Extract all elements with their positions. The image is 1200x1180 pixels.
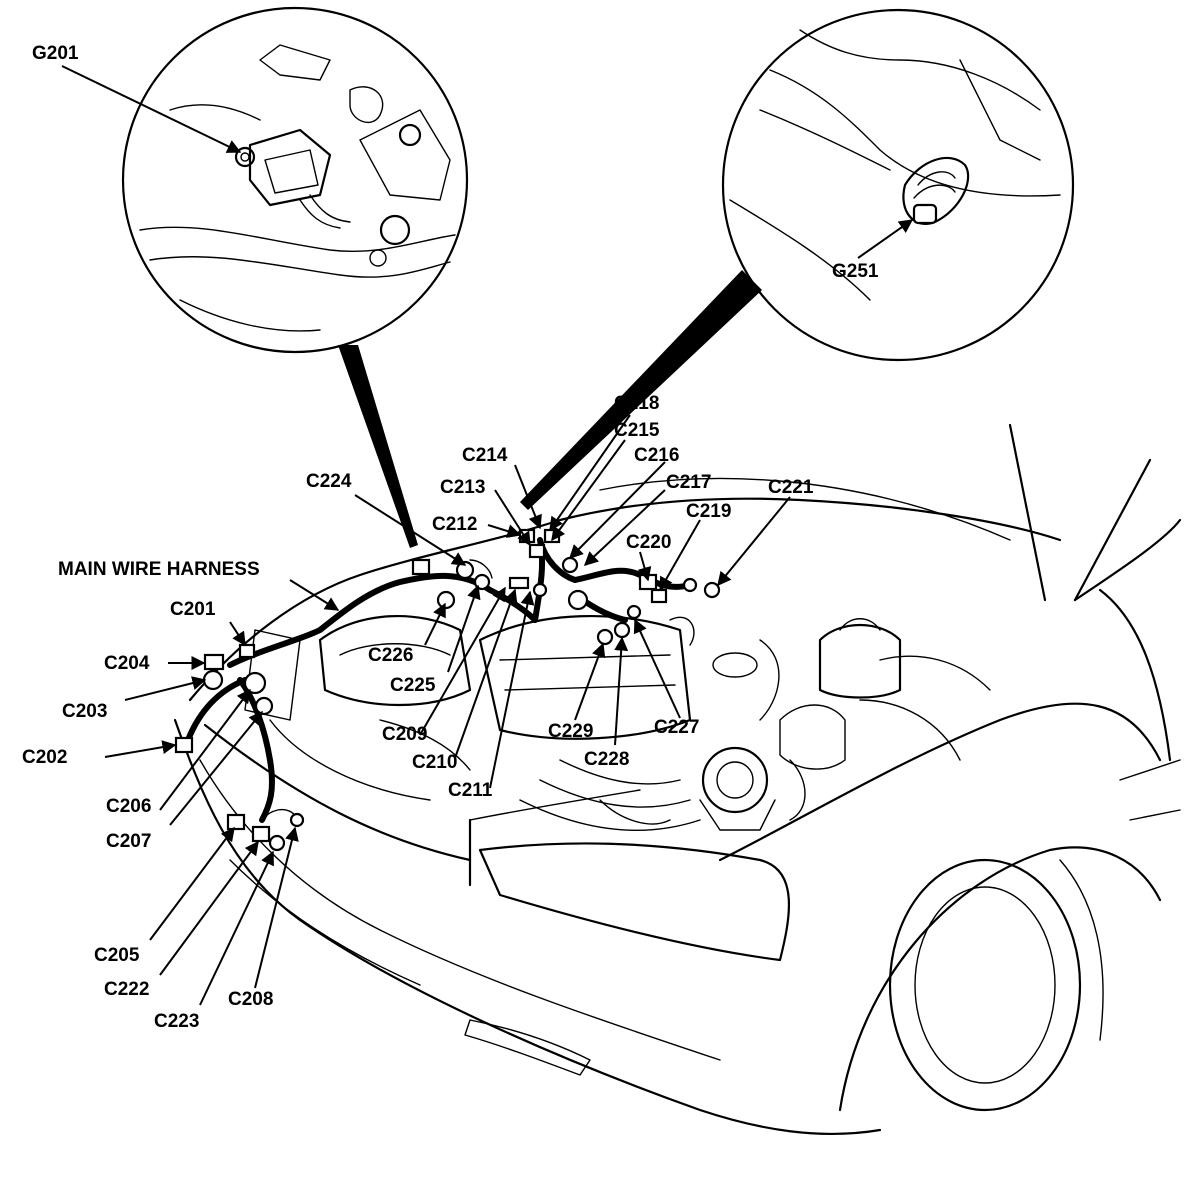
- detail-pointer-right: [520, 270, 762, 510]
- label-c222: C222: [104, 979, 150, 1000]
- label-c219: C219: [686, 501, 732, 522]
- label-c220: C220: [626, 532, 672, 553]
- label-c211: C211: [448, 780, 493, 801]
- label-c205: C205: [94, 945, 140, 966]
- label-c221: C221: [768, 477, 814, 498]
- detail-circle-g201: [121, 6, 469, 354]
- label-g251: G251: [832, 261, 879, 282]
- label-c203: C203: [62, 701, 108, 722]
- leader-lines: [61, 65, 914, 1006]
- label-c229: C229: [548, 721, 594, 742]
- label-c228: C228: [584, 749, 630, 770]
- label-c212: C212: [432, 514, 478, 535]
- label-c214: C214: [462, 445, 508, 466]
- label-c202: C202: [22, 747, 68, 768]
- car-body: [173, 423, 1182, 1136]
- label-main-wire-harness: MAIN WIRE HARNESS: [58, 559, 260, 580]
- detail-pointer-left: [338, 345, 418, 548]
- label-c206: C206: [106, 796, 152, 817]
- label-c216: C216: [634, 445, 680, 466]
- engine-components: [244, 614, 991, 832]
- label-c209: C209: [382, 724, 428, 745]
- label-c217: C217: [666, 472, 712, 493]
- label-c207: C207: [106, 831, 152, 852]
- label-c225: C225: [390, 675, 436, 696]
- label-c218: C218: [614, 393, 660, 414]
- label-c208: C208: [228, 989, 274, 1010]
- label-c210: C210: [412, 752, 458, 773]
- label-c201: C201: [170, 599, 216, 620]
- label-c224: C224: [306, 471, 352, 492]
- label-c227: C227: [654, 717, 700, 738]
- label-c226: C226: [368, 645, 414, 666]
- label-c213: C213: [440, 477, 486, 498]
- label-c215: C215: [614, 420, 660, 441]
- label-c223: C223: [154, 1011, 200, 1032]
- detail-circle-g251: [721, 8, 1075, 362]
- label-c204: C204: [104, 653, 150, 674]
- label-g201: G201: [32, 43, 79, 64]
